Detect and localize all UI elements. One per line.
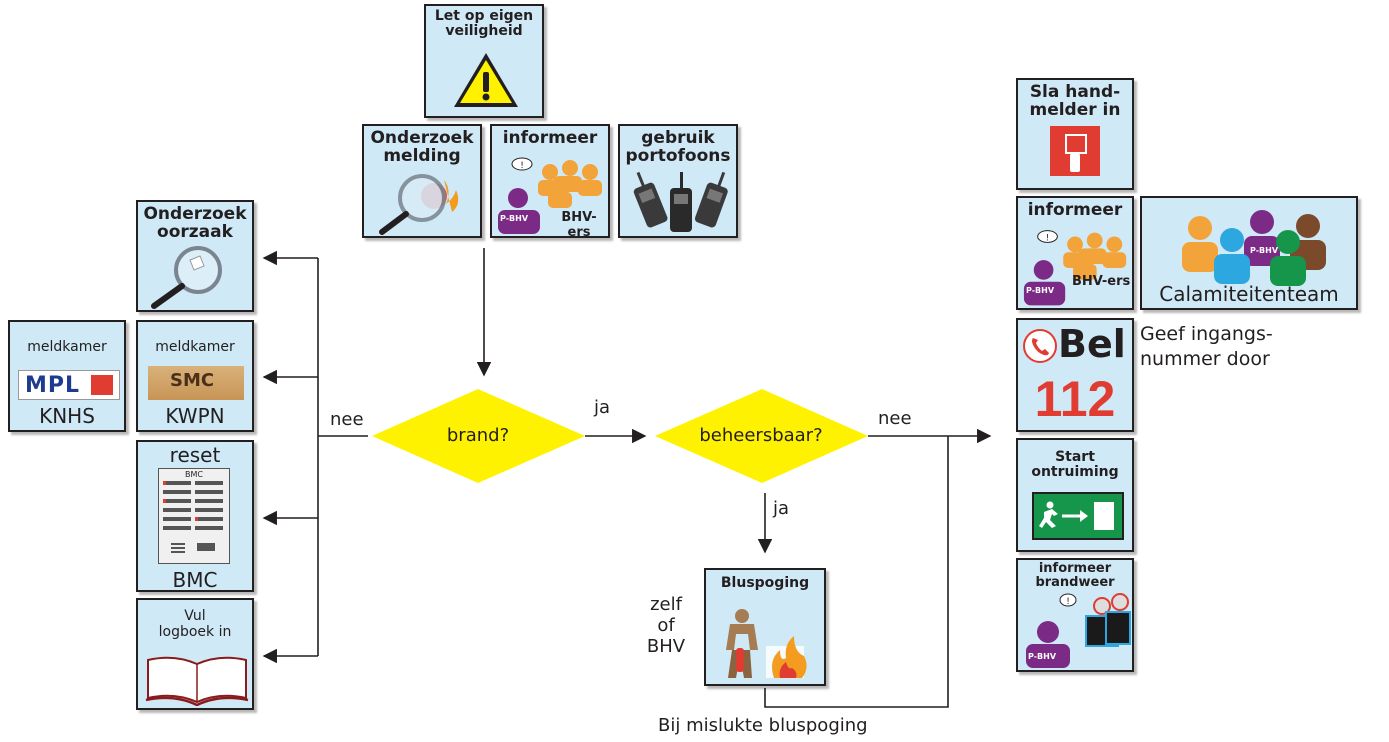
- svg-text:!: !: [520, 161, 524, 171]
- bel-label: Bel: [1058, 322, 1126, 366]
- inform-right-title: informeer: [1027, 200, 1123, 220]
- fire-brigade-title: informeer brandweer: [1035, 561, 1115, 590]
- firefighters-icon: !: [1026, 593, 1131, 668]
- meldkamer-smc-title: meldkamer: [155, 339, 235, 355]
- fire-brigade-card: informeer brandweer ! P-BHV: [1016, 558, 1134, 672]
- mpl-logo-text: MPL: [25, 373, 81, 398]
- ja-right-label: ja: [594, 397, 611, 418]
- running-man-arrow-icon: [1039, 501, 1114, 530]
- bmc-card: reset BMC BMC: [136, 440, 254, 592]
- manual-call-point-icon: [1050, 126, 1100, 176]
- p-bhv-right-tag: P-BHV: [1026, 286, 1055, 295]
- emergency-number: 112: [1034, 371, 1116, 427]
- svg-text:!: !: [1046, 233, 1050, 243]
- nee-left-label: nee: [330, 409, 364, 430]
- emergency-exit-sign-icon: [1032, 492, 1124, 540]
- knhs-caption: KNHS: [39, 404, 95, 428]
- investigate-report-card: Onderzoek melding: [362, 124, 482, 238]
- radios-title: gebruik portofoons: [625, 128, 731, 166]
- bhv-team-icon: !: [498, 157, 602, 234]
- logbook-card: Vul logboek in: [136, 598, 254, 710]
- magnifier-fire-icon: [379, 174, 459, 235]
- bhv-ers-right-label: BHV-ers: [1072, 274, 1131, 289]
- investigate-cause-title: Onderzoek oorzaak: [143, 204, 247, 242]
- radios-card: gebruik portofoons: [618, 124, 738, 238]
- extinguisher-person-icon: [726, 609, 807, 678]
- open-book-icon: [145, 656, 249, 706]
- calamity-team-caption: Calamiteitenteam: [1159, 282, 1339, 306]
- bhv-team-right-icon: !: [1023, 230, 1127, 306]
- bmc-caption: BMC: [172, 568, 218, 592]
- inform-right-card: informeer ! P-BHV BHV-ers: [1016, 196, 1134, 310]
- meldkamer-mpl-card: meldkamer MPL KNHS: [8, 320, 126, 432]
- meldkamer-mpl-title: meldkamer: [27, 339, 107, 355]
- investigate-cause-card: Onderzoek oorzaak: [136, 200, 254, 312]
- p-bhv-top-tag: P-BHV: [500, 214, 529, 223]
- bmc-panel-label: BMC: [185, 470, 203, 479]
- failed-extinguish-label: Bij mislukte bluspoging: [658, 715, 868, 736]
- warning-triangle-icon: [454, 53, 518, 107]
- ja-down-label: ja: [773, 498, 790, 519]
- inform-top-title: informeer: [502, 128, 598, 148]
- logbook-title: Vul logboek in: [158, 608, 232, 640]
- brand-diamond: [372, 389, 585, 483]
- phone-icon: [1023, 329, 1057, 363]
- ingangsnummer-note: Geef ingangs- nummer door: [1140, 323, 1273, 370]
- alarm-card: Sla hand- melder in: [1016, 78, 1134, 190]
- calamity-team-card: P-BHV Calamiteitenteam: [1140, 196, 1358, 310]
- evacuation-title: Start ontruiming: [1031, 449, 1119, 480]
- smc-logo: SMC: [148, 366, 244, 400]
- safety-card: Let op eigen veiligheid: [424, 4, 544, 118]
- kwpn-caption: KWPN: [165, 404, 225, 428]
- alarm-title: Sla hand- melder in: [1029, 82, 1121, 120]
- reset-title: reset: [169, 443, 221, 467]
- beheersbaar-diamond: [655, 389, 868, 483]
- magnifier-icon: [151, 246, 222, 309]
- walkie-talkie-icon: [633, 171, 728, 232]
- finger-icon: [1070, 152, 1080, 172]
- calamity-team-icon: [1182, 210, 1326, 286]
- call-point-window: [1065, 134, 1087, 154]
- brand-label: brand?: [446, 425, 510, 446]
- svg-text:!: !: [1066, 597, 1070, 607]
- inform-top-card: informeer ! P-BHV BHV-ers: [490, 124, 610, 238]
- bmc-panel-icon: BMC: [158, 468, 230, 564]
- bmc-panel-rows-icon: [163, 481, 223, 553]
- nee-right-label: nee: [878, 408, 912, 429]
- investigate-report-title: Onderzoek melding: [370, 128, 474, 166]
- p-bhv-fire-brigade-tag: P-BHV: [1028, 652, 1057, 661]
- zelf-of-bhv-label: zelf of BHV: [646, 594, 686, 657]
- extinguish-card: Bluspoging: [704, 568, 826, 686]
- mpl-logo: MPL: [18, 370, 120, 400]
- extinguish-title: Bluspoging: [720, 575, 810, 591]
- evacuation-card: Start ontruiming: [1016, 438, 1134, 552]
- p-bhv-team-tag: P-BHV: [1250, 246, 1279, 255]
- smc-logo-text: SMC: [170, 370, 215, 391]
- failed-return-line: [764, 436, 949, 708]
- call-112-card: Bel 112: [1016, 318, 1134, 432]
- beheersbaar-label: beheersbaar?: [699, 425, 823, 446]
- meldkamer-smc-card: meldkamer SMC KWPN: [136, 320, 254, 432]
- safety-title: Let op eigen veiligheid: [434, 8, 534, 39]
- bhv-ers-top-label: BHV-ers: [561, 210, 597, 238]
- mpl-logo-red-block: [91, 375, 113, 395]
